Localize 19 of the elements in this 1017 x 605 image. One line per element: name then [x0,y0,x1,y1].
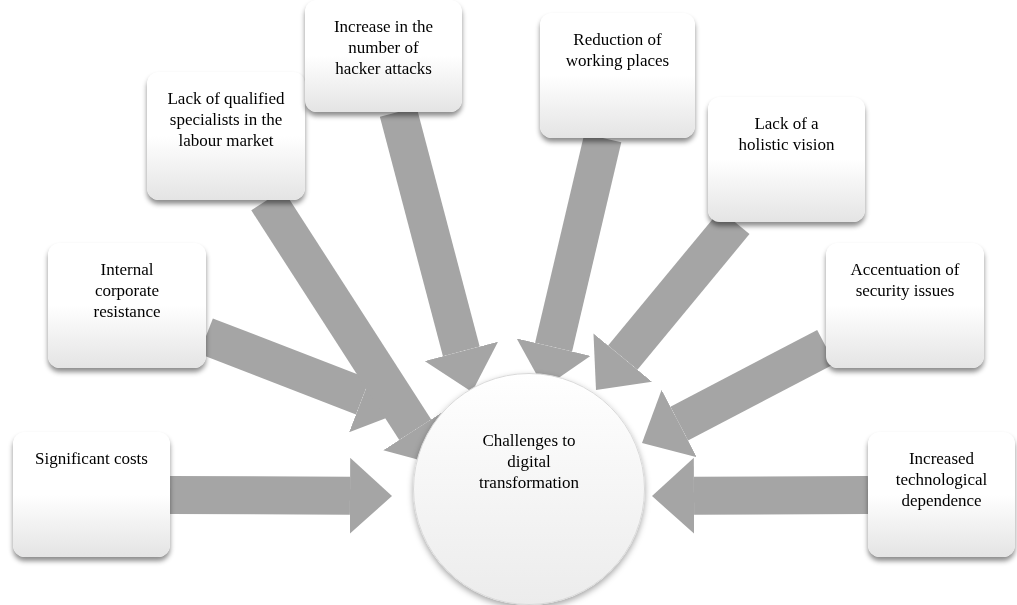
challenge-box [13,432,170,557]
challenge-label: Significant costs [35,448,148,469]
challenge-label: Accentuation of security issues [849,259,961,301]
challenge-label: Internal corporate resistance [92,259,162,322]
center-label: Challenges to digital transformation [477,429,581,493]
challenge-box [540,13,695,138]
challenge-box [708,97,865,222]
challenge-label: Increase in the number of hacker attacks [332,16,435,79]
challenge-box [48,243,206,368]
challenge-label: Lack of qualified specialists in the labour market [167,88,285,151]
challenge-box [305,0,462,112]
challenge-label: Increased technological dependence [894,448,989,511]
challenge-label: Reduction of working places [564,29,671,71]
challenge-box [826,243,984,368]
challenge-box [147,72,305,200]
challenge-label: Lack of a holistic vision [737,113,836,155]
challenge-box [868,432,1015,557]
block-arrow [652,457,869,534]
block-arrow [169,457,392,534]
